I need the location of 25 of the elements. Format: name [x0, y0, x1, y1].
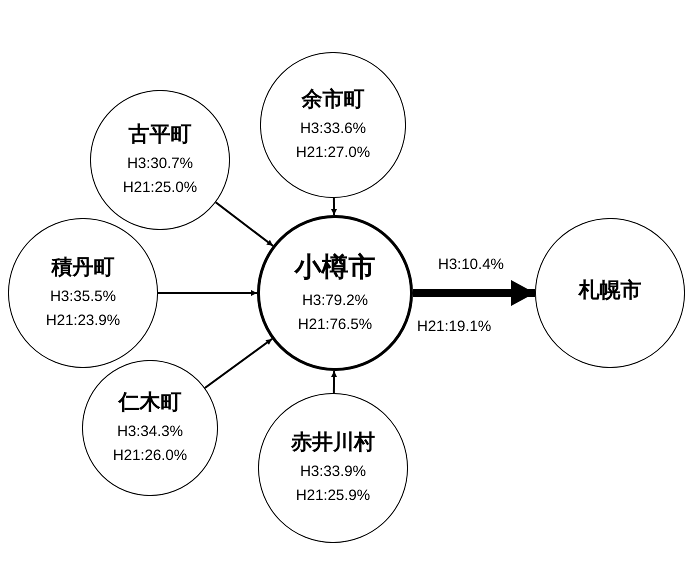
percentage-text: H21:25.0%	[122, 178, 198, 198]
place-name: 小樽市	[294, 251, 376, 286]
place-name: 札幌市	[578, 277, 642, 304]
percentage-text: H3:33.6%	[300, 119, 366, 140]
percentage-text: H21:27.0%	[296, 142, 370, 163]
arrow	[204, 338, 273, 389]
arrow	[331, 370, 338, 394]
place-name: 余市町	[302, 86, 364, 114]
place-name: 古平町	[128, 121, 192, 148]
percentage-text: H3:35.5%	[50, 287, 116, 308]
percentage-text: H3:34.3%	[117, 422, 183, 442]
place-name: 赤井川村	[291, 429, 375, 456]
percentage-text: H3:30.7%	[127, 154, 193, 174]
place-name: 仁木町	[118, 389, 182, 416]
percentage-text: H3:33.9%	[300, 462, 366, 482]
percentage-text: H3:79.2%	[302, 291, 368, 312]
percentage-text: H21:76.5%	[298, 314, 372, 335]
arrow	[331, 198, 337, 216]
percentage-text: H21:26.0%	[112, 446, 188, 466]
place-name: 積丹町	[52, 254, 114, 282]
arrow	[215, 202, 274, 247]
percentage-text: H21:23.9%	[46, 310, 120, 331]
arrow	[158, 290, 257, 296]
percentage-text: H21:25.9%	[296, 486, 370, 506]
arrow	[413, 281, 535, 305]
